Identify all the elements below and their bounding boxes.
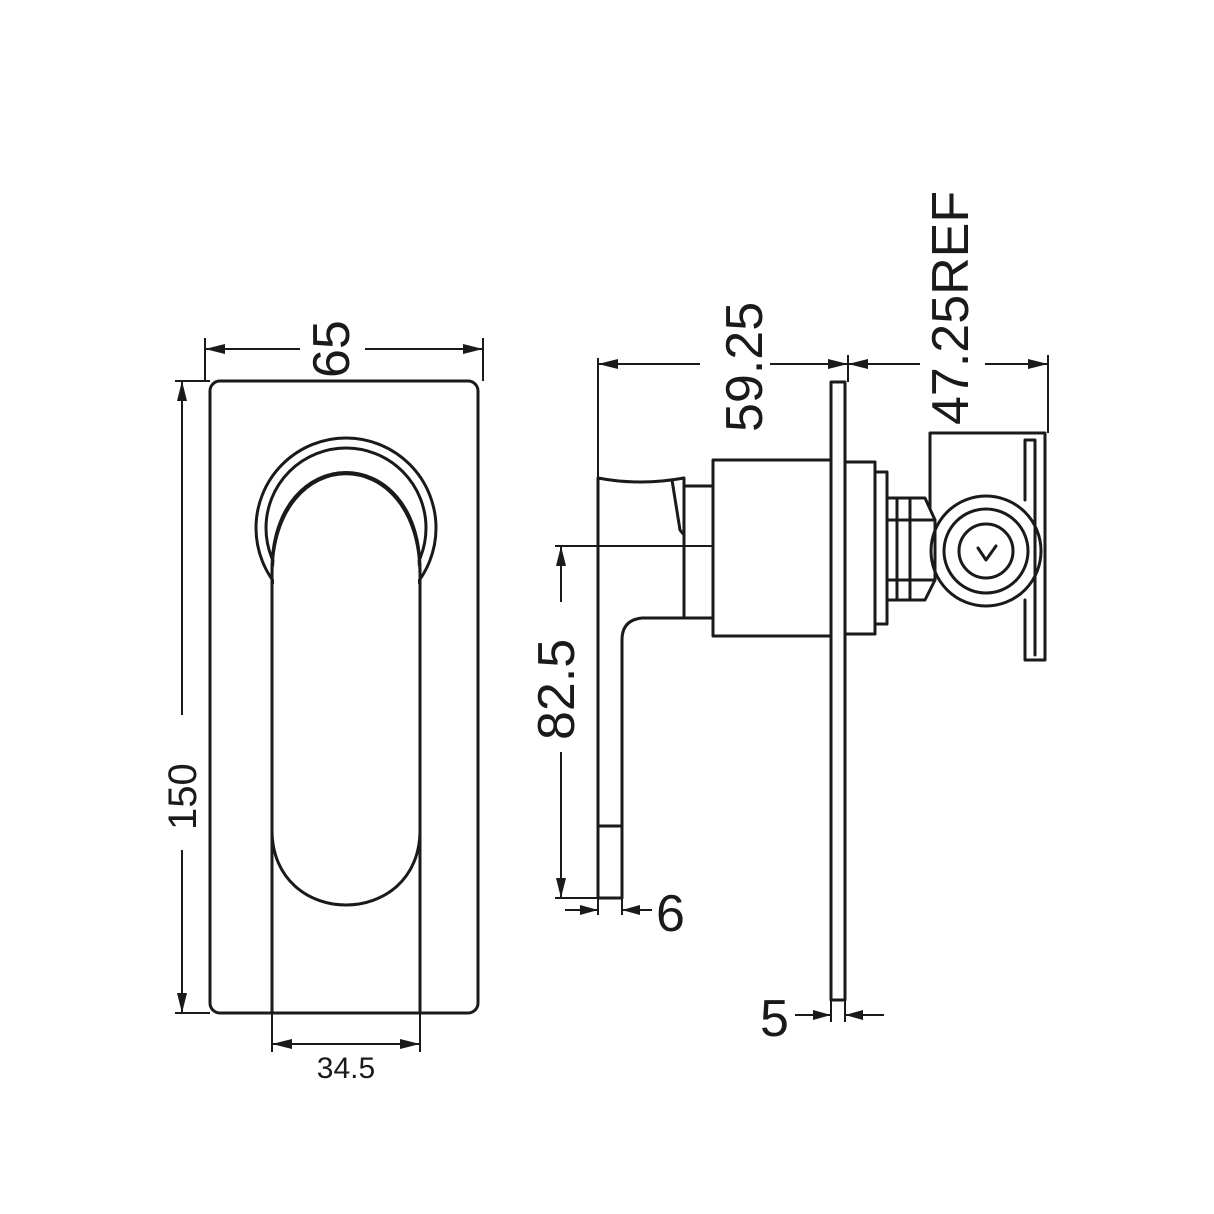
handle-stem (682, 484, 715, 620)
dim-label-150: 150 (161, 763, 205, 830)
outlet-slot (976, 544, 998, 562)
dim-label-82-5: 82.5 (528, 639, 586, 740)
dim-label-47-25ref: 47.25REF (922, 191, 980, 425)
lever-handle-front-fill (274, 477, 418, 1011)
valve-body (711, 458, 833, 638)
lever-grip-oval (270, 828, 422, 907)
front-view (208, 379, 480, 1015)
rear-bracket (928, 431, 1047, 662)
rear-bracket-inner (1023, 438, 1037, 657)
outlet-ring-outer (929, 494, 1043, 608)
dim-label-6: 6 (656, 885, 685, 943)
dim-front-width: 65 (204, 320, 484, 381)
lever-handle-front-edge (270, 472, 422, 1015)
dim-label-5: 5 (760, 990, 789, 1048)
dim-body-depth-ref: 47.25REF (848, 191, 1049, 433)
dim-side-depth: 59.25 (597, 302, 849, 478)
dim-handle-width: 34.5 (271, 1013, 421, 1085)
wall-plate-side (829, 380, 847, 1002)
cover-plate-outline (208, 379, 480, 1015)
dim-label-59-25: 59.25 (716, 302, 774, 432)
lever-handle-side-shadow (670, 478, 686, 537)
dim-label-65: 65 (303, 320, 361, 378)
outlet-ring-mid (942, 507, 1030, 595)
dim-plate-thickness: 5 (760, 990, 884, 1048)
outlet-ring-inner (957, 522, 1015, 580)
side-view (555, 380, 1047, 1002)
rear-flange-step (873, 470, 889, 626)
dim-front-height: 150 (161, 380, 210, 1014)
dim-handle-thickness: 6 (565, 885, 685, 943)
dim-handle-height: 82.5 (528, 546, 598, 899)
rear-flange (843, 460, 877, 636)
dim-label-34-5: 34.5 (317, 1052, 375, 1085)
lever-handle-side (596, 476, 686, 900)
